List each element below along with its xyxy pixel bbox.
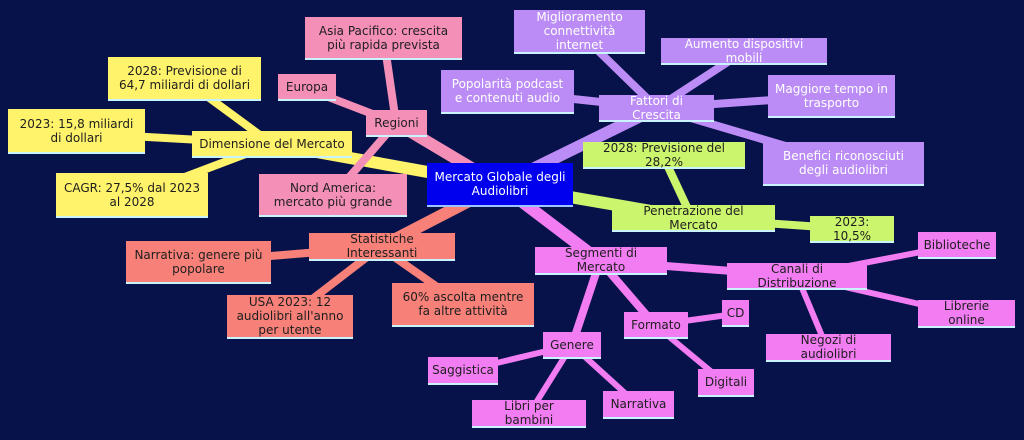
node-dimensione-mercato: Dimensione del Mercato [192,131,352,158]
node-usa-2023: USA 2023: 12 audiolibri all'anno per ute… [227,295,353,339]
node-nord-america: Nord America: mercato più grande [259,174,407,217]
node-librerie-online: Librerie online [918,299,1015,328]
node-cd: CD [722,300,749,327]
node-narrativa-popolare: Narrativa: genere più popolare [126,241,271,284]
node-biblioteche: Biblioteche [918,232,996,259]
node-dispositivi-mobili: Aumento dispositivi mobili [661,37,827,65]
node-canali-distribuzione: Canali di Distribuzione [727,262,867,290]
node-penetrazione: Penetrazione del Mercato [612,204,775,232]
node-benefici: Benefici riconosciuti degli audiolibri [763,142,924,186]
node-saggistica: Saggistica [428,357,498,385]
node-ascolta-attivita: 60% ascolta mentre fa altre attività [392,283,534,327]
node-regioni: Regioni [366,110,427,137]
node-formato: Formato [624,312,688,339]
node-europa: Europa [278,74,336,101]
node-previsione-2028-dimensione: 2028: Previsione di 64,7 miliardi di dol… [108,57,261,101]
node-narrativa-genere: Narrativa [603,391,674,419]
node-valore-2023-dimensione: 2023: 15,8 miliardi di dollari [8,109,145,154]
node-podcast: Popolarità podcast e contenuti audio [441,70,574,114]
node-fattori-crescita: Fattori di Crescita [599,94,714,122]
node-cagr: CAGR: 27,5% dal 2023 al 2028 [56,173,208,218]
node-asia-pacifico: Asia Pacifico: crescita più rapida previ… [305,17,462,60]
node-segmenti: Segmenti di Mercato [535,246,667,275]
root-node: Mercato Globale degli Audiolibri [427,163,573,207]
node-valore-2023-penetrazione: 2023: 10,5% [810,215,894,243]
node-libri-bambini: Libri per bambini [472,399,586,428]
node-connettivita: Miglioramento connettività internet [514,10,645,54]
edge-segmenti-genere [568,257,604,349]
node-previsione-2028-penetrazione: 2028: Previsione del 28,2% [583,141,745,169]
node-negozi-audiolibri: Negozi di audiolibri [766,333,891,362]
node-statistiche: Statistiche Interessanti [309,232,455,261]
node-genere: Genere [543,332,601,359]
node-tempo-trasporto: Maggiore tempo in trasporto [768,75,895,118]
node-digitali: Digitali [698,369,754,397]
